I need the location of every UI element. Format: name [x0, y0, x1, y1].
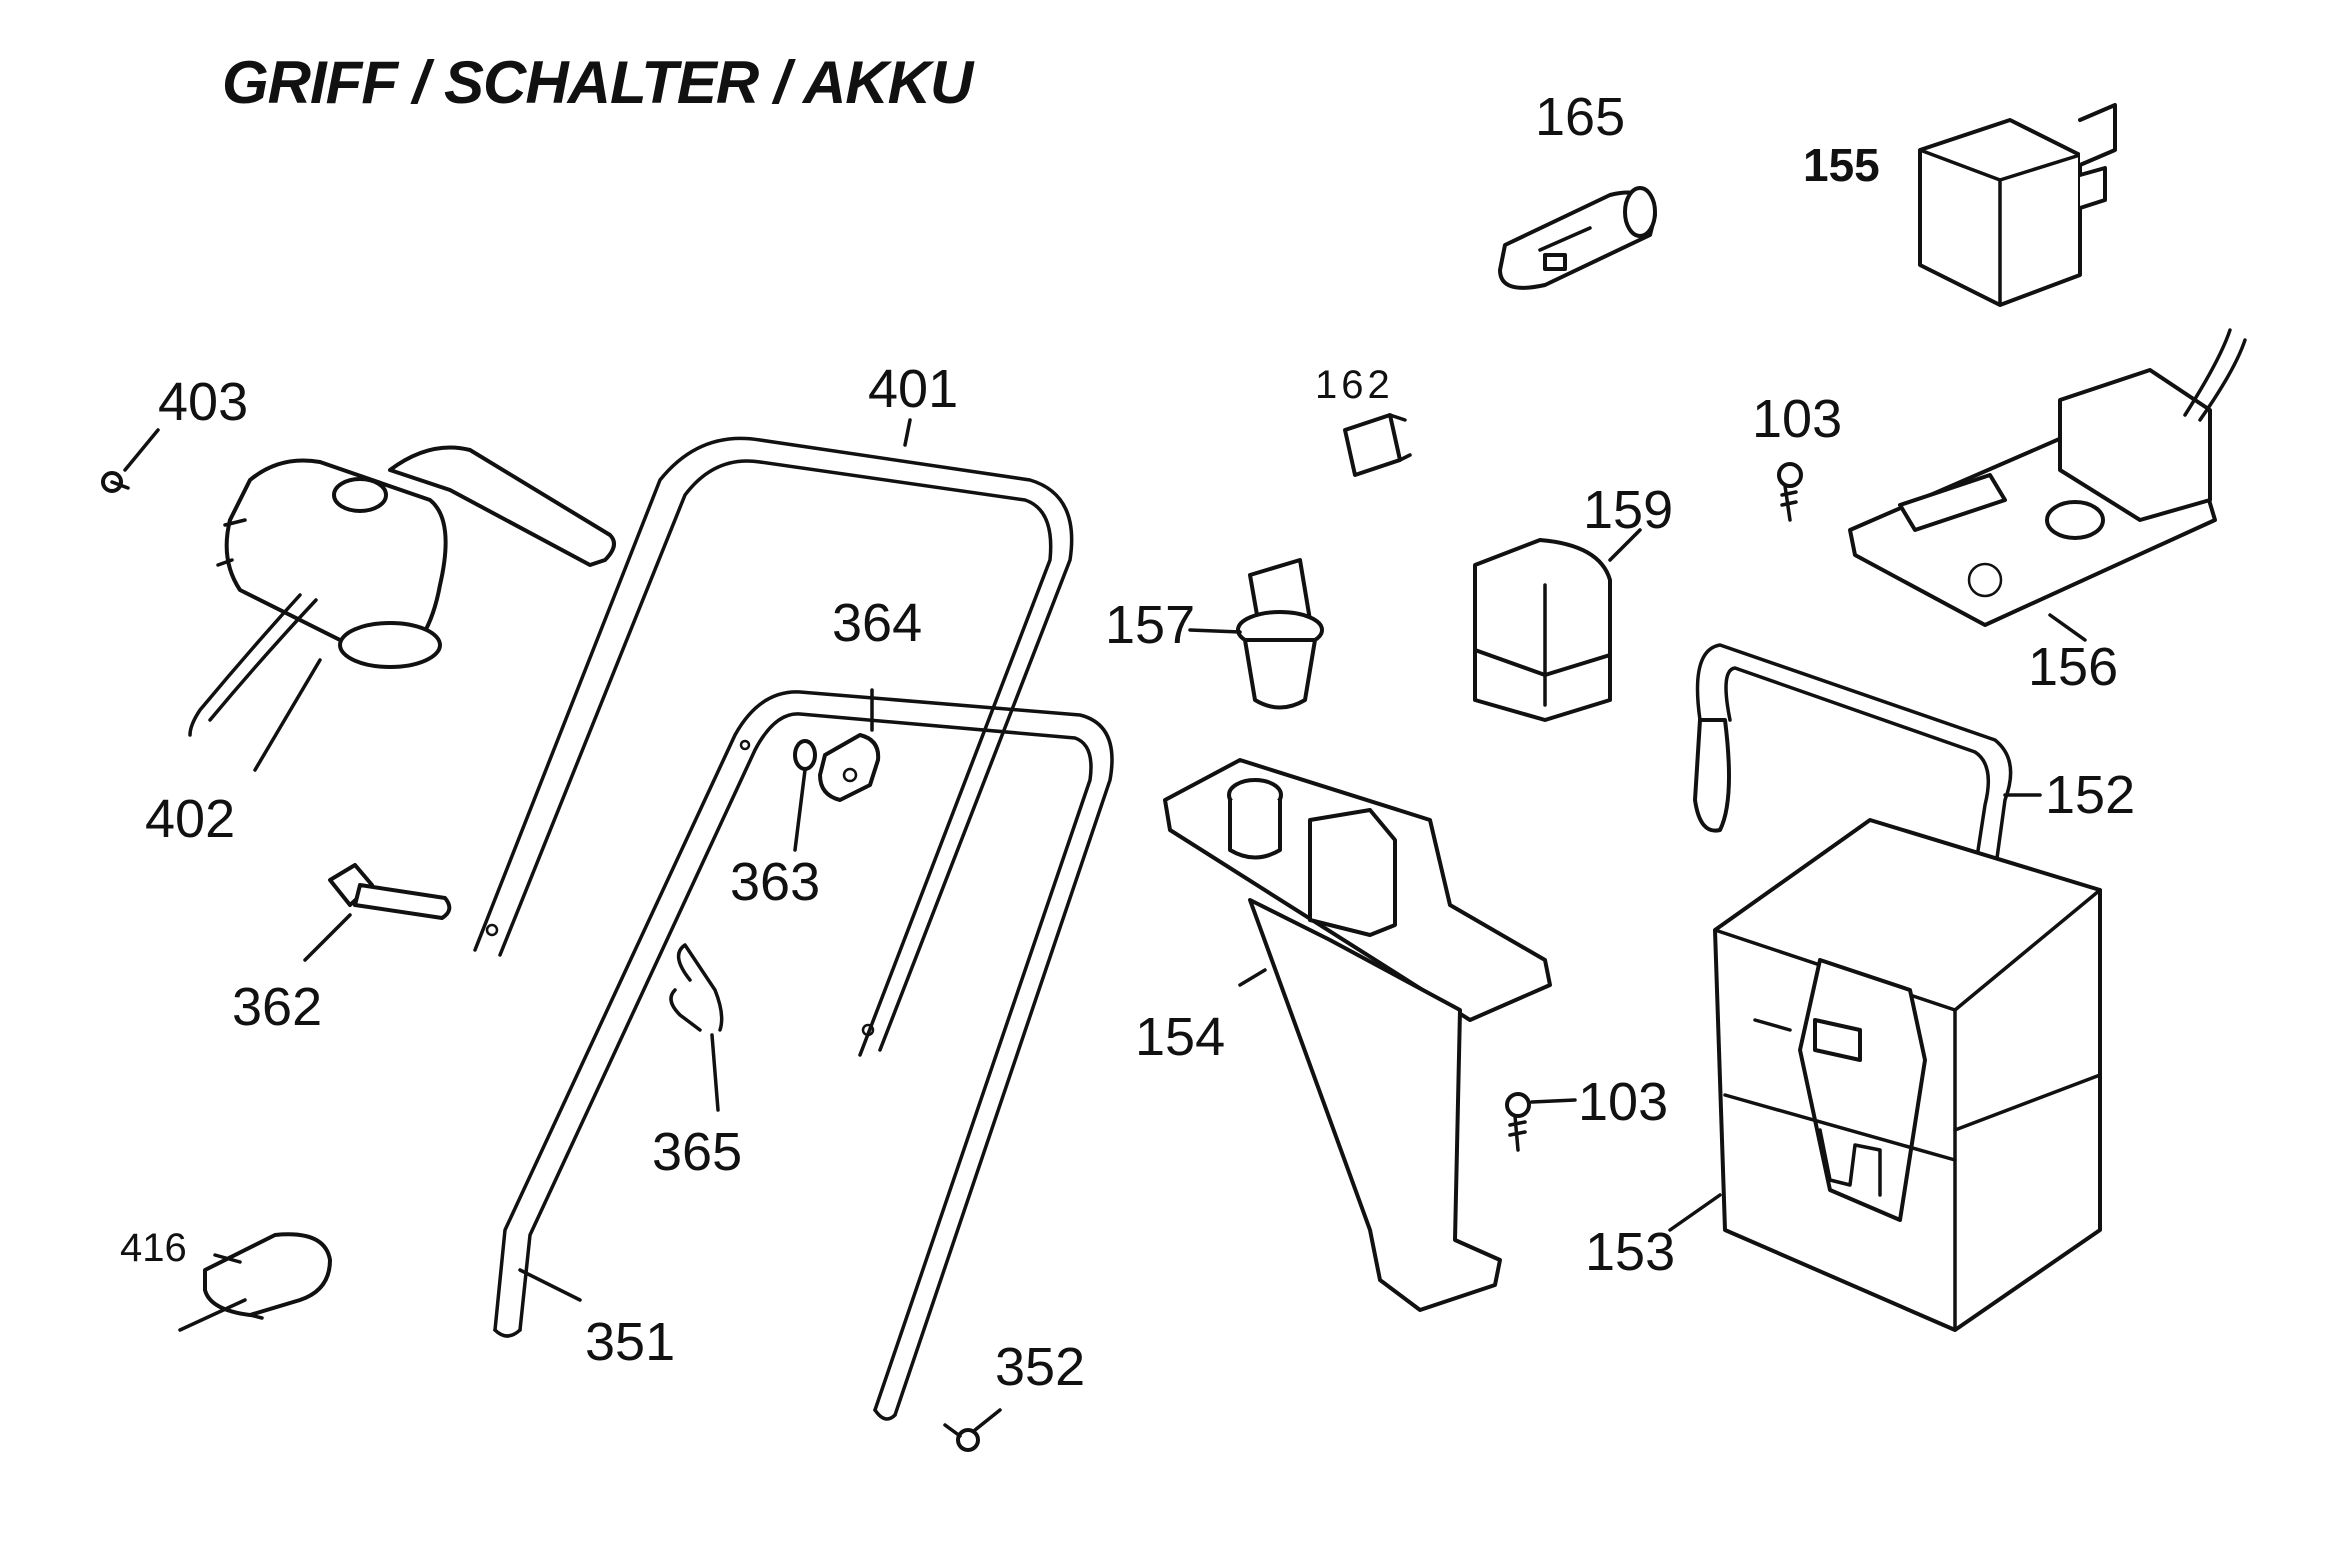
part-157-key-switch: [1188, 558, 1324, 710]
label-103-upper: 103: [1752, 389, 1843, 449]
part-352-screw: [943, 1408, 1002, 1452]
part-362-bolt: [303, 863, 452, 962]
part-103-screw-upper: [1777, 462, 1803, 522]
label-152: 152: [2045, 765, 2136, 825]
diagram-title: GRIFF / SCHALTER / AKKU: [222, 49, 973, 116]
label-352: 352: [995, 1337, 1086, 1397]
part-155-relay: [1918, 103, 2117, 307]
label-364: 364: [832, 593, 923, 653]
label-103-lower: 103: [1578, 1072, 1669, 1132]
part-401-upper-handle: [473, 418, 1074, 1057]
label-362: 362: [232, 977, 323, 1037]
part-365-clip: [669, 943, 724, 1112]
label-155: 155: [1803, 139, 1880, 191]
label-401: 401: [868, 359, 959, 419]
label-157: 157: [1105, 595, 1196, 655]
part-165-ferrite-core: [1498, 186, 1657, 290]
label-402: 402: [145, 789, 236, 849]
part-154-battery-mount: [1163, 758, 1552, 1312]
part-156-circuit-board: [1848, 328, 2247, 642]
label-403: 403: [158, 372, 249, 432]
part-363-washer: [793, 739, 817, 852]
part-364-clamp: [818, 688, 881, 802]
label-156: 156: [2028, 637, 2119, 697]
label-159: 159: [1583, 480, 1674, 540]
label-153: 153: [1585, 1222, 1676, 1282]
label-154: 154: [1135, 1007, 1226, 1067]
part-351-lower-handle: [493, 690, 1114, 1421]
part-403-screw: [101, 428, 160, 493]
label-351: 351: [585, 1312, 676, 1372]
label-416: 416: [120, 1226, 187, 1270]
part-162-bracket: [1343, 413, 1412, 477]
part-153-battery-box: [1668, 818, 2102, 1332]
part-159-switch-block: [1473, 528, 1642, 722]
label-363: 363: [730, 852, 821, 912]
label-365: 365: [652, 1122, 743, 1182]
part-402-switch-housing: [188, 445, 616, 772]
part-416-cap: [178, 1232, 332, 1332]
label-165: 165: [1535, 87, 1626, 147]
label-162: 162: [1315, 363, 1394, 407]
part-103-screw-lower: [1505, 1092, 1577, 1152]
